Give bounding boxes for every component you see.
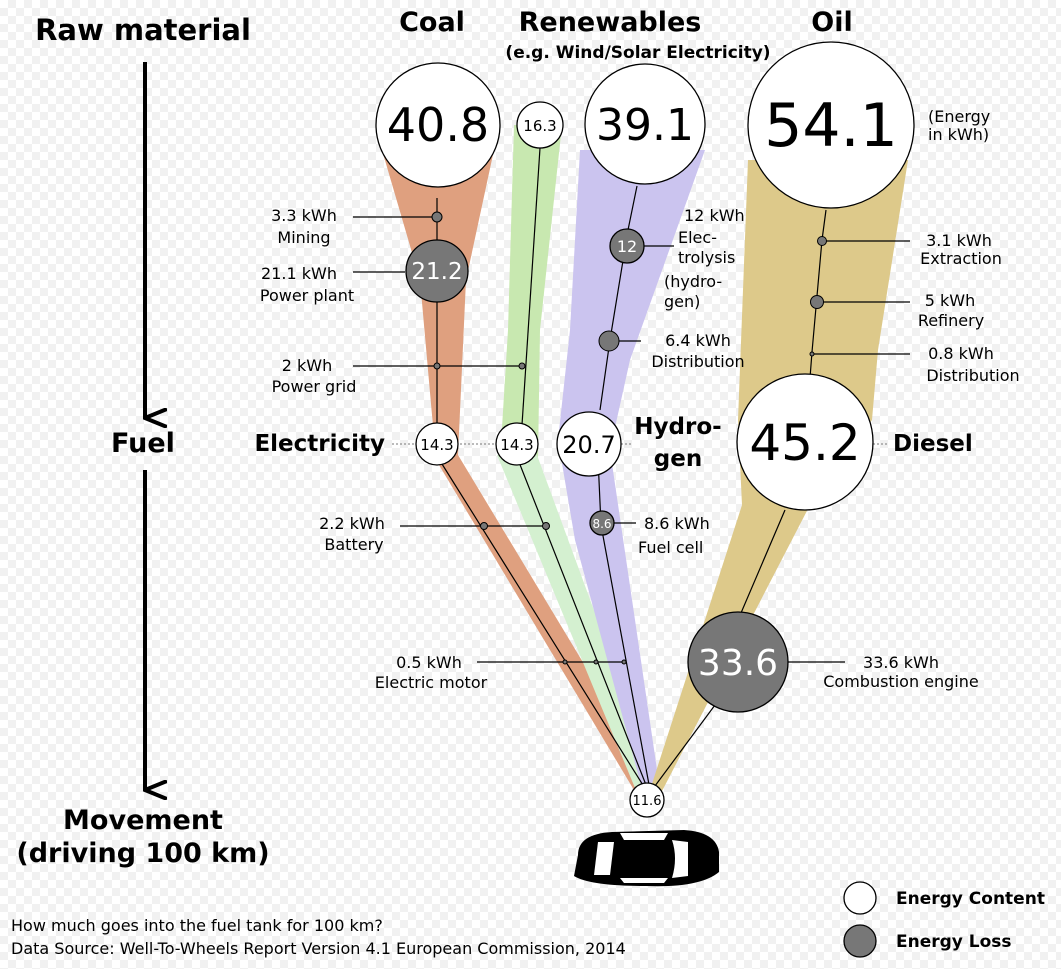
power-grid-loss-value: 2 kWh — [282, 356, 333, 375]
leader-lines — [353, 216, 910, 663]
power-grid-loss-label: Power grid — [272, 377, 357, 396]
unit-note-2: in kWh) — [928, 125, 989, 144]
extraction-loss-point — [817, 236, 827, 246]
h2-distribution-loss-point — [598, 330, 620, 352]
electrolysis-loss-node — [609, 228, 645, 264]
combustion-loss-value: 33.6 — [698, 643, 778, 684]
coal-raw-node — [375, 62, 501, 188]
power-plant-loss-amount: 21.1 kWh — [261, 264, 337, 283]
refinery-loss-point — [810, 295, 824, 309]
oil-raw-node — [747, 41, 915, 209]
motor-loss-value: 0.5 kWh — [396, 653, 462, 672]
electrolysis-loss-label-1: Elec- — [678, 228, 717, 247]
motor-loss-point-h2 — [621, 659, 627, 665]
fuel-diesel-label: Diesel — [893, 431, 973, 457]
motor-loss-label: Electric motor — [375, 673, 488, 692]
battery-loss-point-coal — [480, 522, 488, 530]
battery-loss-point-renew — [542, 522, 550, 530]
electrolysis-loss-value: 12 — [617, 237, 637, 256]
extraction-loss-value: 3.1 kWh — [926, 231, 992, 250]
unit-note: (Energy — [928, 107, 990, 126]
source-coal: Coal — [399, 7, 465, 38]
source-renewables-subtitle: (e.g. Wind/Solar Electricity) — [505, 43, 770, 63]
flow-lines — [436, 147, 827, 791]
combustion-loss-amount: 33.6 kWh — [863, 653, 939, 672]
refinery-loss-value: 5 kWh — [925, 291, 976, 310]
legend-content-swatch — [843, 881, 877, 915]
legend-loss-swatch — [843, 924, 877, 958]
legend-content-label: Energy Content — [896, 889, 1045, 909]
power-plant-loss-label: Power plant — [260, 286, 354, 305]
stage-movement: Movement — [63, 805, 223, 836]
electrolysis-loss-amount: 12 kWh — [684, 206, 745, 225]
coal-electricity-node — [415, 422, 459, 466]
electrolysis-loss-label-3: (hydro- — [664, 272, 722, 291]
renewables-electricity-node — [495, 422, 539, 466]
footer-question: How much goes into the fuel tank for 100… — [11, 916, 383, 935]
stage-raw-material: Raw material — [35, 13, 251, 47]
h2-distribution-loss-label: Distribution — [651, 352, 744, 371]
oil-distribution-loss-point — [809, 351, 815, 357]
renewables-electricity-raw-node — [516, 101, 564, 149]
oil-distribution-loss-label: Distribution — [926, 366, 1019, 385]
motor-loss-point-renew — [593, 659, 599, 665]
fuel-electricity-label: Electricity — [254, 431, 385, 457]
diesel-value: 45.2 — [749, 414, 860, 472]
renewables-hydrogen-raw-value: 39.1 — [596, 100, 694, 151]
mining-loss-point — [431, 211, 443, 223]
mining-loss-value: 3.3 kWh — [271, 206, 337, 225]
source-renewables: Renewables — [519, 7, 702, 38]
renewables-hydrogen-raw-node — [584, 63, 706, 185]
hydrogen-value: 20.7 — [562, 431, 615, 459]
movement-node — [629, 782, 665, 818]
power-plant-loss-node — [405, 239, 469, 303]
footer-source: Data Source: Well-To-Wheels Report Versi… — [11, 939, 626, 958]
power-plant-loss-value: 21.2 — [411, 259, 462, 285]
oil-distribution-loss-value: 0.8 kWh — [928, 344, 994, 363]
stage-fuel: Fuel — [111, 428, 175, 459]
renewables-electricity-value: 14.3 — [500, 436, 533, 454]
extraction-loss-label: Extraction — [920, 249, 1002, 268]
motor-loss-point-coal — [562, 659, 568, 665]
power-grid-loss-point-coal — [433, 362, 441, 370]
movement-value: 11.6 — [633, 794, 662, 809]
refinery-loss-label: Refinery — [918, 311, 984, 330]
coal-flow-band — [382, 150, 660, 800]
hydrogen-flow-band — [558, 150, 705, 800]
fuel-cell-loss-value: 8.6 — [592, 517, 611, 531]
electrolysis-loss-label-2: trolysis — [678, 248, 735, 267]
diesel-node — [736, 373, 874, 511]
legend: Energy Content Energy Loss — [843, 881, 1045, 958]
fuel-cell-loss-label: Fuel cell — [638, 538, 703, 557]
hydrogen-node — [556, 411, 622, 477]
renewables-electricity-band — [497, 455, 660, 800]
renewables-electricity-raw-value: 16.3 — [523, 117, 556, 135]
power-grid-loss-point-renew — [518, 362, 526, 370]
fuel-hydrogen-label: Hydro- — [634, 414, 721, 440]
fuel-hydrogen-label-2: gen — [654, 446, 702, 472]
stage-movement-detail: (driving 100 km) — [16, 838, 269, 869]
battery-loss-value: 2.2 kWh — [319, 514, 385, 533]
car-icon — [574, 830, 719, 887]
coal-raw-value: 40.8 — [387, 98, 489, 152]
oil-raw-value: 54.1 — [764, 91, 898, 161]
combustion-loss-node — [687, 611, 789, 713]
electrolysis-loss-label-4: gen) — [664, 292, 700, 311]
battery-loss-label: Battery — [324, 535, 383, 554]
h2-distribution-loss-value: 6.4 kWh — [665, 331, 731, 350]
source-oil: Oil — [811, 7, 852, 38]
legend-loss-label: Energy Loss — [896, 932, 1012, 952]
fuel-cell-loss-node — [589, 510, 615, 536]
fuel-cell-loss-amount: 8.6 kWh — [644, 514, 710, 533]
combustion-loss-label: Combustion engine — [823, 672, 978, 691]
coal-electricity-value: 14.3 — [420, 436, 453, 454]
mining-loss-label: Mining — [277, 228, 330, 247]
